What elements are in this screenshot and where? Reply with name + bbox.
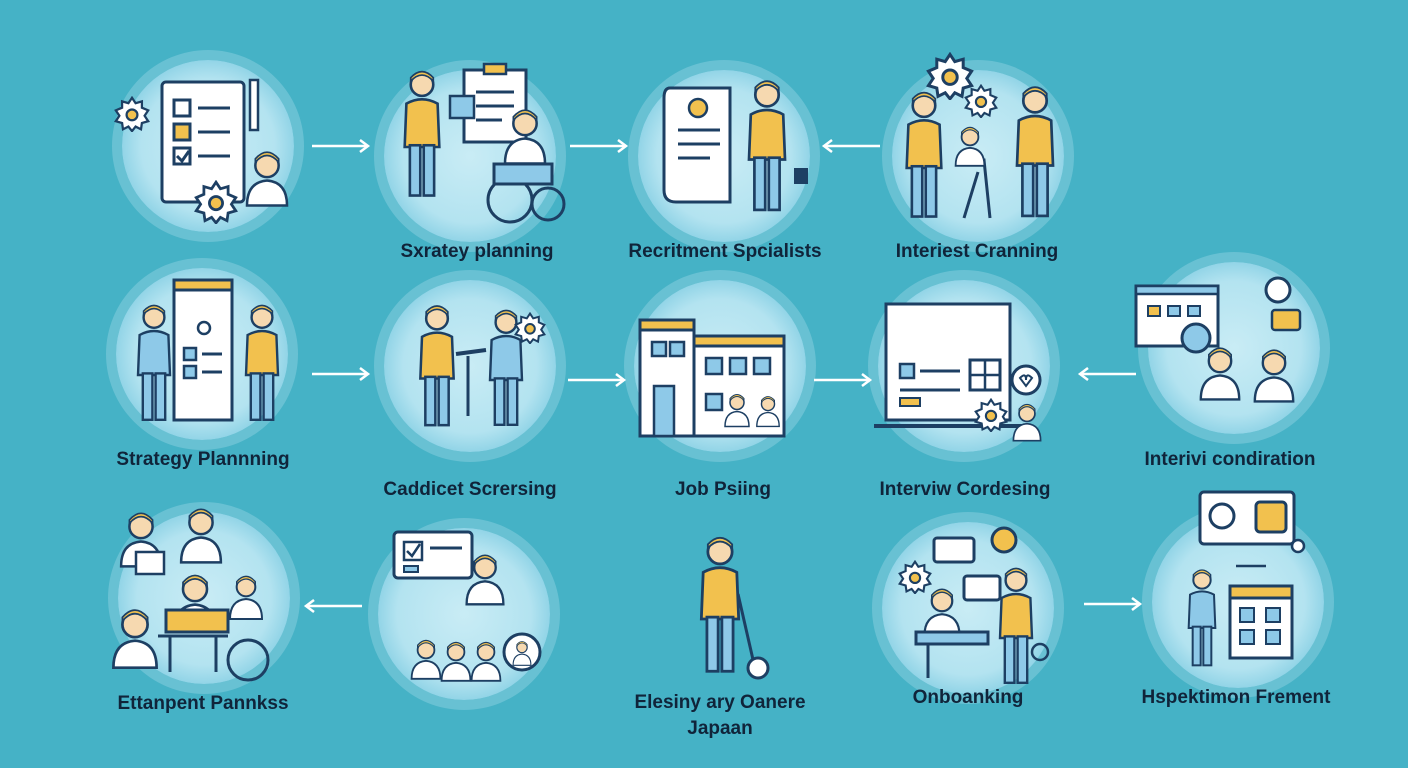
node-onboarding: Onboanking <box>868 518 1068 718</box>
arrow-left <box>1077 367 1136 381</box>
node-label: Interivi condiration <box>1144 449 1316 470</box>
presentation-wheelchair-icon <box>403 62 566 224</box>
node-label: Interviw Cordesing <box>879 479 1051 500</box>
node-strategy-planning-top: Sxratey planning <box>372 52 582 282</box>
group-desk-icon <box>111 508 270 682</box>
audience-speech-icon <box>392 530 542 682</box>
arrow-right <box>568 373 627 387</box>
node-label: Hspektimon Frement <box>1141 687 1331 708</box>
node-label: Elesiny ary Oanere Japaan <box>634 692 806 739</box>
checklist-gears-person-icon <box>114 78 289 224</box>
node-ettanpent-pannkss: Ettanpent Pannkss <box>98 502 308 718</box>
node-hspektimon-frement: Hspektimon Frement <box>1126 490 1346 718</box>
node-interview-condiration: Interivi condiration <box>1122 258 1338 472</box>
node-elesiny: Elesiny ary Oanere Japaan <box>620 528 820 748</box>
screen-chat-people-icon <box>1134 276 1302 403</box>
recruiter-document-icon <box>662 79 808 212</box>
office-building-icon <box>638 318 786 438</box>
arrow-right <box>814 373 873 387</box>
node-label: Interiest Cranning <box>895 241 1059 262</box>
arrow-left <box>821 139 880 153</box>
team-gears-icon <box>905 52 1055 219</box>
node-recruitment-specialists: Recritment Spcialists <box>610 52 840 282</box>
calendar-planning-icon <box>1187 490 1306 667</box>
laptop-dashboard-icon <box>874 302 1042 442</box>
arrow-left <box>303 599 362 613</box>
board-discussion-icon <box>136 278 280 422</box>
handshake-gear-icon <box>418 304 546 427</box>
node-label: Job Psiing <box>674 479 772 500</box>
node-label: Strategy Plannning <box>116 449 290 470</box>
node-label: Recritment Spcialists <box>628 241 822 262</box>
node-interview-cordesing: Interviw Cordesing <box>860 276 1070 506</box>
node-label: Sxratey planning <box>400 241 554 262</box>
node-label: Ettanpent Pannkss <box>117 693 289 714</box>
node-job-posting: Job Psiing <box>618 276 828 506</box>
node-checklist <box>110 52 300 242</box>
arrow-right <box>312 139 371 153</box>
node-audience <box>374 522 564 712</box>
arrow-right <box>312 367 371 381</box>
node-label: Caddicet Scrersing <box>383 479 557 500</box>
node-strategy-plannning: Strategy Plannning <box>98 262 308 474</box>
arrow-right <box>1084 597 1143 611</box>
node-label: Onboanking <box>912 687 1024 708</box>
person-cane-icon <box>699 536 770 680</box>
arrow-right <box>570 139 629 153</box>
node-interest-cranning: Interiest Cranning <box>872 40 1082 282</box>
node-candidate-screening: Caddicet Scrersing <box>360 276 580 506</box>
onboarding-desk-icon <box>898 526 1050 685</box>
